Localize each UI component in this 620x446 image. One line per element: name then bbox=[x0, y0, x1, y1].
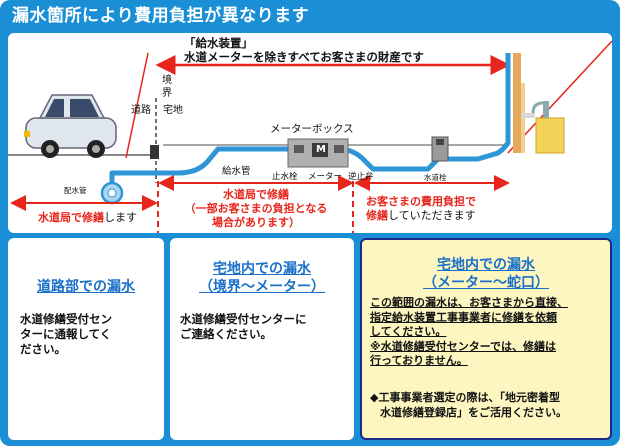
customer-repair-rest: していただきます bbox=[388, 209, 476, 222]
sink-counter bbox=[535, 117, 565, 154]
panel-road-leak: 道路部での漏水 水道修繕受付セン ターに通報してく ださい。 bbox=[8, 238, 164, 440]
panel-boundary-meter-line-2: ご連絡ください。 bbox=[180, 327, 272, 341]
water-supply-diagram: 「給水装置」 水道メーターを除きすべてお客さまの財産です 境 界 道路 宅地 メ… bbox=[8, 33, 612, 233]
panel-boundary-meter-title-2: （境界～メーター） bbox=[199, 279, 325, 295]
panel-road-leak-line-3: ださい。 bbox=[20, 342, 66, 356]
stop-valve-icon bbox=[294, 145, 304, 153]
residential-label: 宅地 bbox=[163, 105, 183, 116]
supply-pipe-label: 給水管 bbox=[222, 166, 251, 177]
panel-meter-faucet-title-2: （メーター～蛇口） bbox=[423, 275, 549, 291]
panel-meter-faucet-line-4: ※水道修繕受付センターでは、修繕は bbox=[370, 339, 557, 353]
kyusui-description: 水道メーターを除きすべてお客さまの財産です bbox=[184, 50, 424, 64]
kyusui-bracket-label: 「給水装置」 bbox=[184, 36, 253, 50]
city-repair-partial-3: 場合があります） bbox=[212, 216, 300, 229]
city-repair-label: 水道局で修繕します bbox=[38, 209, 137, 225]
panel-meter-faucet-line-3: してください。 bbox=[370, 325, 447, 338]
check-valve-label: 逆止弁 bbox=[348, 172, 374, 182]
city-repair-bold: 水道局で修繕 bbox=[38, 211, 104, 224]
panel-boundary-meter-line-1: 水道修繕受付センターに bbox=[180, 312, 307, 326]
boundary-post bbox=[150, 145, 159, 159]
panel-meter-faucet-leak: 宅地内での漏水 （メーター～蛇口） この範囲の漏水は、お客さまから直接、 指定給… bbox=[360, 238, 612, 440]
check-valve-icon bbox=[334, 145, 344, 153]
distribution-pipe-label: 配水管 bbox=[64, 186, 87, 195]
panel-meter-faucet-body: この範囲の漏水は、お客さまから直接、 指定給水装置工事事業者に修繕を依頼 してく… bbox=[370, 296, 608, 369]
car-icon bbox=[24, 94, 117, 158]
city-repair-partial-1: 水道局で修繕 bbox=[223, 188, 289, 201]
panel-road-leak-body: 水道修繕受付セン ターに通報してく ださい。 bbox=[20, 312, 160, 357]
page-title: 漏水箇所により費用負担が異なります bbox=[12, 6, 310, 26]
meter-label: メーター bbox=[308, 172, 343, 182]
panel-boundary-meter-title-1: 宅地内での漏水 bbox=[213, 261, 311, 277]
road-slope-line bbox=[125, 52, 149, 159]
panel-boundary-meter-body: 水道修繕受付センターに ご連絡ください。 bbox=[180, 312, 350, 342]
customer-repair-line1: お客さまの費用負担で bbox=[366, 195, 476, 208]
city-repair-partial-2: （一部お客さまの負担となる bbox=[184, 202, 328, 215]
panel-meter-faucet-line-2: 指定給水装置工事事業者に修繕を依頼 bbox=[370, 310, 557, 324]
panel-road-leak-line-2: ターに通報してく bbox=[20, 327, 112, 341]
panel-boundary-meter-leak: 宅地内での漏水 （境界～メーター） 水道修繕受付センターに ご連絡ください。 bbox=[170, 238, 354, 440]
panel-road-leak-line-1: 水道修繕受付セン bbox=[20, 312, 112, 326]
boundary-label-1: 境 bbox=[162, 75, 172, 86]
panel-meter-faucet-title-1: 宅地内での漏水 bbox=[437, 257, 535, 273]
meter-icon bbox=[312, 143, 328, 157]
city-repair-rest: します bbox=[104, 211, 137, 224]
house-roof-line bbox=[507, 40, 612, 154]
house-ledge bbox=[521, 113, 535, 118]
panel-meter-faucet-line-1: この範囲の漏水は、お客さまから直接、 bbox=[370, 296, 568, 309]
customer-repair-bold: 修繕 bbox=[366, 209, 388, 222]
panel-road-leak-title: 道路部での漏水 bbox=[37, 279, 135, 295]
panel-meter-faucet-note-1: ◆工事事業者選定の際は、「地元密着型 bbox=[370, 391, 560, 404]
boundary-label-2: 界 bbox=[162, 88, 172, 99]
faucet-label: 水道栓 bbox=[424, 173, 447, 182]
faucet bbox=[543, 101, 549, 118]
panel-meter-faucet-note-2: 水道修繕登録店」をご活用ください。 bbox=[380, 406, 567, 419]
road-label: 道路 bbox=[131, 105, 151, 116]
panel-meter-faucet-line-5: 行っておりません。 bbox=[370, 354, 468, 367]
meter-box-label: メーターボックス bbox=[270, 123, 354, 135]
diagram-graphics bbox=[8, 40, 612, 233]
house-wall bbox=[513, 53, 521, 153]
stop-valve-label: 止水栓 bbox=[272, 172, 298, 182]
meter-letter: M bbox=[316, 144, 326, 155]
customer-repair-line2: 修繕していただきます bbox=[366, 207, 476, 223]
panel-meter-faucet-note: ◆工事事業者選定の際は、「地元密着型 水道修繕登録店」をご活用ください。 bbox=[370, 390, 608, 420]
faucet-spout bbox=[531, 101, 544, 114]
